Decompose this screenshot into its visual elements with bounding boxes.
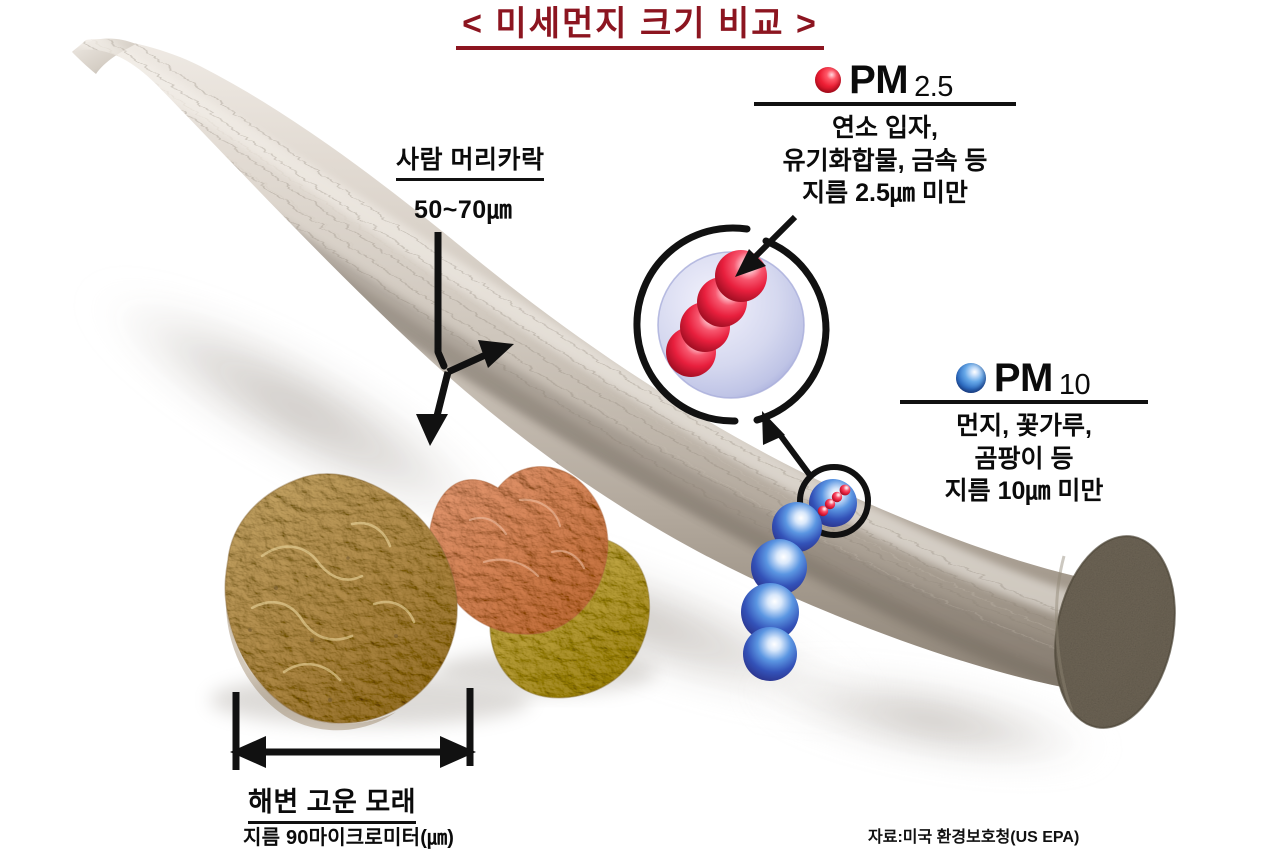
pm10-particle-highlight	[797, 464, 871, 538]
pm10-magnified-view	[633, 224, 830, 425]
pm10-line-3: 지름 10㎛ 미만	[944, 477, 1104, 505]
pm10-legend: PM 10 먼지, 꽃가루, 곰팡이 등 지름 10㎛ 미만	[900, 358, 1148, 508]
pm25-pointer-arrow	[735, 214, 798, 277]
pm10-line-2: 곰팡이 등	[974, 444, 1074, 473]
pm25-line-1: 연소 입자,	[832, 114, 938, 142]
hair-label: 사람 머리카락	[396, 140, 545, 181]
pm25-line-3: 지름 2.5㎛ 미만	[802, 179, 968, 207]
pm10-particle-chain	[741, 502, 822, 681]
hair-cross-section	[1054, 535, 1176, 729]
sand-grain-orange	[429, 465, 609, 635]
sand-grain-olive	[489, 535, 651, 699]
pm25-sphere-icon	[815, 67, 842, 93]
pm10-line-1: 먼지, 꽃가루,	[956, 412, 1092, 440]
pm25-heading: PM 2.5	[754, 60, 1016, 106]
pm25-description: 연소 입자, 유기화합물, 금속 등 지름 2.5㎛ 미만	[754, 112, 1016, 210]
pm25-line-2: 유기화합물, 금속 등	[782, 146, 988, 175]
hair-size-value: 50~70㎛	[414, 196, 513, 224]
sand-grain-tan	[224, 473, 458, 731]
pm10-sphere-icon	[955, 363, 986, 393]
hair-width-arrow	[416, 232, 514, 446]
hair-shadow	[79, 278, 1118, 773]
page-title: < 미세먼지 크기 비교 >	[0, 5, 1280, 51]
pm25-name: PM	[849, 58, 909, 102]
source-credit: 자료:미국 환경보호청(US EPA)	[868, 829, 1080, 846]
sand-shadow	[210, 650, 655, 726]
pm10-description: 먼지, 꽃가루, 곰팡이 등 지름 10㎛ 미만	[900, 410, 1148, 508]
magnifier-pointer-arrow	[762, 411, 815, 480]
pm25-particle-cluster	[666, 250, 767, 377]
pm10-heading: PM 10	[900, 358, 1148, 404]
pm10-name: PM	[993, 356, 1054, 400]
sand-label: 해변 고운 모래	[248, 780, 417, 824]
pm10-subscript: 10	[1058, 368, 1091, 401]
pm25-legend: PM 2.5 연소 입자, 유기화합물, 금속 등 지름 2.5㎛ 미만	[754, 60, 1016, 210]
sand-size-value: 지름 90마이크로미터(㎛)	[243, 827, 455, 849]
pm25-subscript: 2.5	[914, 70, 953, 103]
sand-measure-arrow	[230, 688, 476, 770]
page-title-text: < 미세먼지 크기 비교 >	[456, 5, 824, 51]
